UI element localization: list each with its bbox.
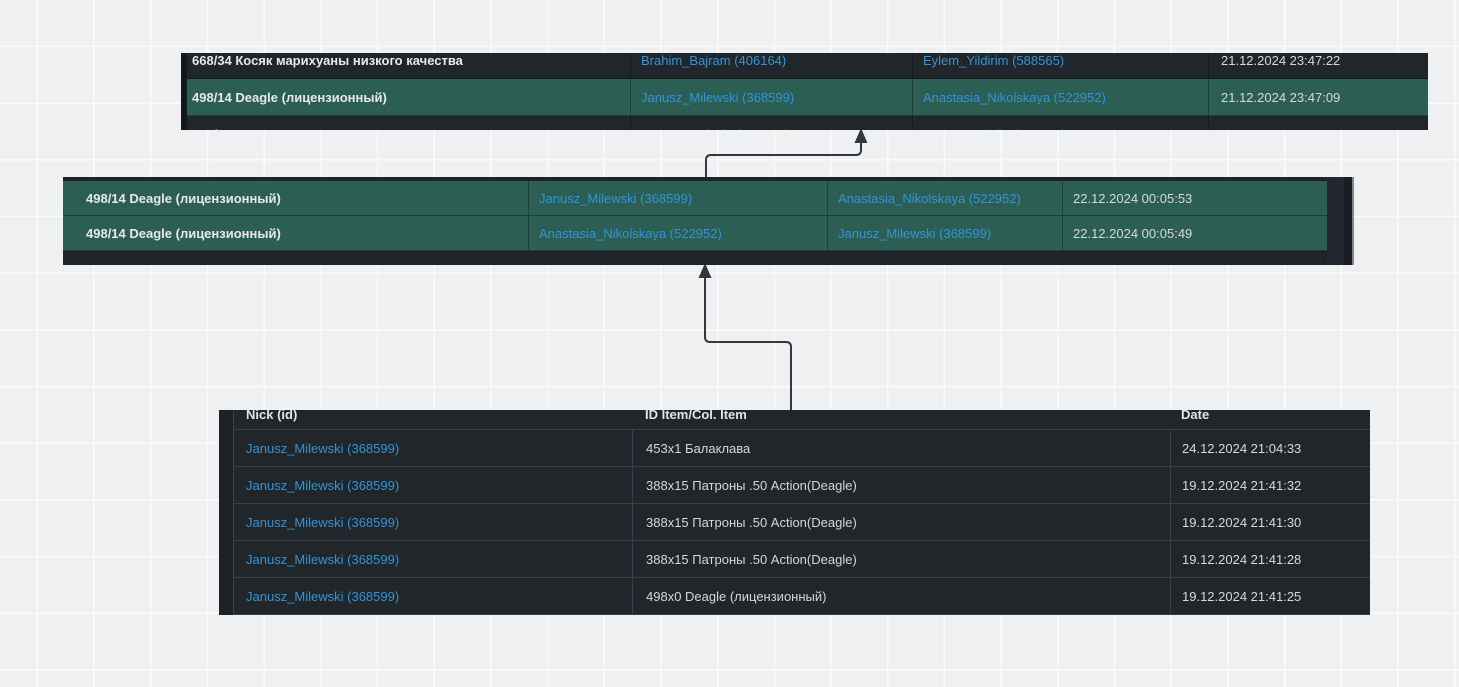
clipped-row-sliver <box>63 251 1327 265</box>
date-cell: 22.12.2024 00:05:53 <box>1062 181 1327 215</box>
giver-player-link[interactable]: Brahim_Bajram (406164) <box>630 53 912 78</box>
middle-log-table-fragment: 498/14 Deagle (лицензионный) Janusz_Mile… <box>63 177 1354 265</box>
item-cell: 668/34 Косяк марихуаны низкого качества <box>192 53 463 68</box>
arrow-middle-to-top <box>705 141 862 182</box>
item-cell: 498x0 Deagle (лицензионный) <box>632 578 1170 614</box>
giver-player-link[interactable]: Janusz_Milewski (368599) <box>630 79 912 115</box>
item-cell: 453x1 Балаклава <box>632 430 1170 466</box>
receiver-player-link[interactable]: Anastasia_Nikolskaya (522952) <box>827 181 1062 215</box>
arrow-bottom-to-middle <box>704 276 792 414</box>
scrollbar-thumb[interactable] <box>1344 177 1352 265</box>
item-cell: 388x15 Патроны .50 Action(Deagle) <box>632 467 1170 503</box>
giver-player-link[interactable]: Janusz_Milewski (368599) <box>528 181 827 215</box>
table-left-edge <box>181 53 187 130</box>
table-row: Janusz_Milewski (368599) 498x0 Deagle (л… <box>219 578 1370 615</box>
table-row: Janusz_Milewski (368599) 453x1 Балаклава… <box>219 430 1370 467</box>
item-cell: 516/1 Пистолет-пулемет С9К <box>181 116 630 131</box>
date-cell: 19.12.2024 21:41:28 <box>1170 541 1370 577</box>
table-row: 668/34 Косяк марихуаны низкого качества … <box>181 53 1428 79</box>
table-row-clipped: 516/1 Пистолет-пулемет С9К Bruno_Rochell… <box>181 116 1428 130</box>
player-link[interactable]: Janusz_Milewski (368599) <box>246 588 400 604</box>
table-row-highlighted: 498/14 Deagle (лицензионный) Anastasia_N… <box>63 216 1327 251</box>
date-cell: 22.12.2024 00:05:49 <box>1062 216 1327 250</box>
top-log-table-fragment: 668/34 Косяк марихуаны низкого качества … <box>181 53 1428 130</box>
clipped-row-sliver <box>63 177 1327 181</box>
header-item: ID Item/Col. Item <box>645 410 747 422</box>
date-cell: 19.12.2024 21:41:32 <box>1170 467 1370 503</box>
receiver-player-link[interactable]: Eylem_Yildirim (588565) <box>912 53 1208 78</box>
date-cell: 21.12.2024 23:47:22 <box>1208 53 1428 78</box>
table-row-highlighted: 498/14 Deagle (лицензионный) Janusz_Mile… <box>181 79 1428 116</box>
table-row: Janusz_Milewski (368599) 388x15 Патроны … <box>219 541 1370 578</box>
date-cell: 21.12.2024 23:44:35 <box>1208 116 1428 130</box>
receiver-player-link[interactable]: Lorenzo_Giulia (613917) <box>912 116 1208 130</box>
item-cell: 388x15 Патроны .50 Action(Deagle) <box>632 504 1170 540</box>
arrowhead-top-icon <box>854 128 868 143</box>
date-cell: 19.12.2024 21:41:25 <box>1170 578 1370 614</box>
table-header-row: Nick (id) ID Item/Col. Item Date <box>219 410 1370 430</box>
giver-player-link[interactable]: Bruno_Rochelle (375615) <box>630 116 912 130</box>
player-link[interactable]: Janusz_Milewski (368599) <box>246 514 400 530</box>
scrollbar-track <box>1327 177 1344 265</box>
item-cell: 498/14 Deagle (лицензионный) <box>192 89 387 105</box>
date-cell: 21.12.2024 23:47:09 <box>1208 79 1428 115</box>
scrollbar <box>1327 177 1354 265</box>
receiver-player-link[interactable]: Janusz_Milewski (368599) <box>827 216 1062 250</box>
receiver-player-link[interactable]: Anastasia_Nikolskaya (522952) <box>912 79 1208 115</box>
table-row: Janusz_Milewski (368599) 388x15 Патроны … <box>219 467 1370 504</box>
header-date: Date <box>1181 410 1210 422</box>
date-cell: 24.12.2024 21:04:33 <box>1170 430 1370 466</box>
bottom-log-table-fragment: Nick (id) ID Item/Col. Item Date Janusz_… <box>219 410 1370 615</box>
window-edge <box>1352 177 1354 265</box>
player-link[interactable]: Janusz_Milewski (368599) <box>246 477 400 493</box>
header-nick: Nick (id) <box>246 410 298 422</box>
arrowhead-middle-icon <box>698 263 712 278</box>
item-cell: 498/14 Deagle (лицензионный) <box>86 225 281 241</box>
table-row: Janusz_Milewski (368599) 388x15 Патроны … <box>219 504 1370 541</box>
table-left-strip <box>219 410 234 615</box>
item-cell: 388x15 Патроны .50 Action(Deagle) <box>632 541 1170 577</box>
giver-player-link[interactable]: Anastasia_Nikolskaya (522952) <box>528 216 827 250</box>
player-link[interactable]: Janusz_Milewski (368599) <box>246 551 400 567</box>
table-row-highlighted: 498/14 Deagle (лицензионный) Janusz_Mile… <box>63 181 1327 216</box>
player-link[interactable]: Janusz_Milewski (368599) <box>246 440 400 456</box>
item-cell: 498/14 Deagle (лицензионный) <box>86 190 281 206</box>
date-cell: 19.12.2024 21:41:30 <box>1170 504 1370 540</box>
